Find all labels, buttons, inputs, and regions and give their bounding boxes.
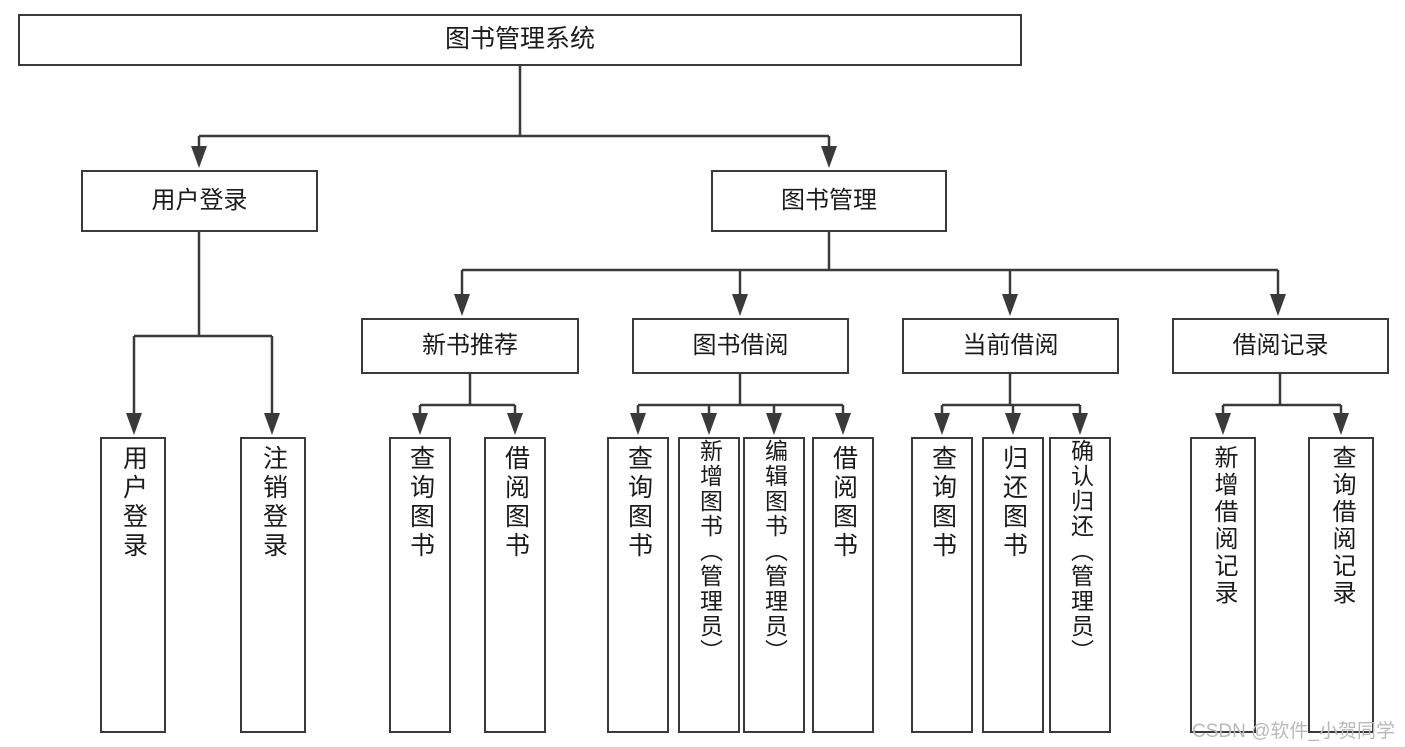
node-add_borrow_record-label: 新增借阅记录 (1210, 445, 1237, 607)
node-current_borrow-label: 当前借阅 (962, 331, 1059, 359)
node-logout_leaf-label: 注销登录 (259, 445, 288, 561)
arrow-group-2-to-leaf-1 (1005, 413, 1021, 435)
node-root-system[interactable]: 图书管理系统 (18, 14, 1022, 66)
arrow-user-to-leaf-1 (264, 413, 280, 435)
node-add_book_admin[interactable]: 新增图书（管理员） (678, 437, 740, 733)
node-new_book_rec-label: 新书推荐 (422, 331, 518, 359)
node-borrow_record[interactable]: 借阅记录 (1172, 318, 1389, 374)
arrow-group-1-to-leaf-0 (630, 413, 646, 435)
node-new_book_rec[interactable]: 新书推荐 (361, 318, 579, 374)
arrow-manage-to-level3-3 (1270, 294, 1286, 316)
node-borrow_book_1[interactable]: 借阅图书 (484, 437, 546, 733)
arrow-group-3-to-leaf-0 (1215, 413, 1231, 435)
node-query_borrow_rec-label: 查询借阅记录 (1328, 445, 1355, 607)
arrow-group-2-to-leaf-0 (934, 413, 950, 435)
node-add_book_admin-label: 新增图书（管理员） (696, 439, 723, 664)
arrow-user-to-leaf-0 (126, 413, 142, 435)
arrow-root-to-level2-1 (821, 146, 837, 168)
arrow-group-0-to-leaf-1 (507, 413, 523, 435)
node-borrow_book_2[interactable]: 借阅图书 (812, 437, 874, 733)
arrow-manage-to-level3-0 (454, 294, 470, 316)
node-query_book_2[interactable]: 查询图书 (607, 437, 669, 733)
node-book_manage[interactable]: 图书管理 (711, 170, 947, 232)
node-query_borrow_rec[interactable]: 查询借阅记录 (1308, 437, 1374, 733)
arrow-root-to-level2-0 (191, 146, 207, 168)
node-book_manage-label: 图书管理 (781, 186, 877, 214)
node-current_borrow[interactable]: 当前借阅 (902, 318, 1119, 374)
node-add_borrow_record[interactable]: 新增借阅记录 (1190, 437, 1256, 733)
arrow-group-1-to-leaf-3 (835, 413, 851, 435)
arrow-manage-to-level3-2 (1002, 294, 1018, 316)
node-borrow_book_1-label: 借阅图书 (501, 445, 530, 561)
node-logout_leaf[interactable]: 注销登录 (240, 437, 306, 733)
node-book_borrow-label: 图书借阅 (692, 331, 789, 359)
node-book_borrow[interactable]: 图书借阅 (632, 318, 849, 374)
arrow-group-0-to-leaf-0 (412, 413, 428, 435)
node-user_login[interactable]: 用户登录 (81, 170, 318, 232)
arrow-group-1-to-leaf-2 (766, 413, 782, 435)
node-confirm_return-label: 确认归还（管理员） (1067, 439, 1094, 664)
arrow-group-1-to-leaf-1 (701, 413, 717, 435)
node-query_book_3-label: 查询图书 (928, 445, 957, 561)
node-user_login-label: 用户登录 (151, 186, 248, 214)
node-query_book_2-label: 查询图书 (624, 445, 653, 561)
node-edit_book_admin[interactable]: 编辑图书（管理员） (743, 437, 805, 733)
node-borrow_book_2-label: 借阅图书 (829, 445, 858, 561)
arrow-group-2-to-leaf-2 (1072, 413, 1088, 435)
node-query_book_1[interactable]: 查询图书 (389, 437, 451, 733)
node-user_login_leaf-label: 用户登录 (119, 445, 148, 561)
node-return_book-label: 归还图书 (999, 445, 1028, 561)
node-confirm_return[interactable]: 确认归还（管理员） (1049, 437, 1111, 733)
node-user_login_leaf[interactable]: 用户登录 (100, 437, 166, 733)
node-edit_book_admin-label: 编辑图书（管理员） (761, 439, 788, 664)
node-return_book[interactable]: 归还图书 (982, 437, 1044, 733)
node-borrow_record-label: 借阅记录 (1232, 331, 1329, 359)
node-root-system-label: 图书管理系统 (444, 25, 595, 54)
node-query_book_3[interactable]: 查询图书 (911, 437, 973, 733)
node-query_book_1-label: 查询图书 (406, 445, 435, 561)
arrow-group-3-to-leaf-1 (1333, 413, 1349, 435)
arrow-manage-to-level3-1 (732, 294, 748, 316)
